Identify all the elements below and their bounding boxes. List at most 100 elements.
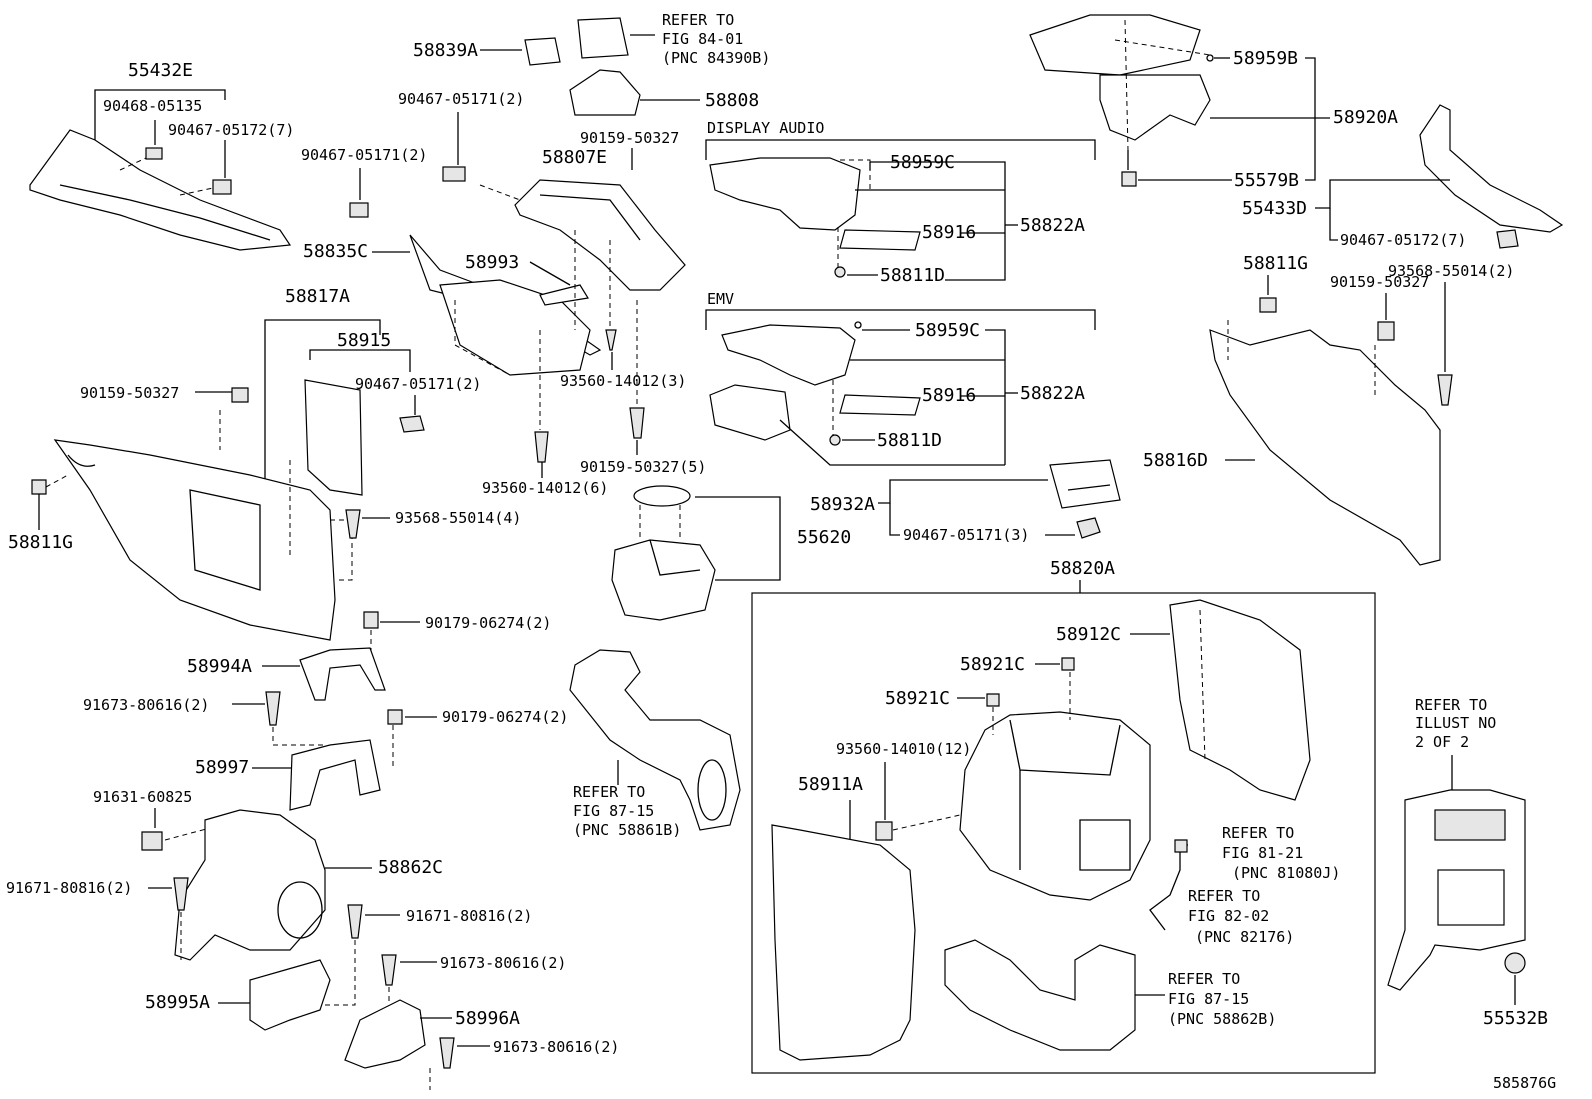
ref-87-15a-line2: FIG 87-15: [573, 802, 654, 820]
ref-87-15a-line1: REFER TO: [573, 783, 645, 801]
callout-91671-80816-2-b: 91671-80816(2): [406, 907, 532, 925]
callout-90467-05172-7-left: 90467-05172(7): [168, 121, 294, 139]
callout-58916-b: 58916: [922, 385, 976, 406]
callout-58996A: 58996A: [455, 1008, 520, 1029]
callout-90468-05135: 90468-05135: [103, 97, 202, 115]
ref-81-21-line1: REFER TO: [1222, 824, 1294, 842]
callout-58997: 58997: [195, 757, 249, 778]
callout-91673-80616-2-a: 91673-80616(2): [83, 696, 209, 714]
ref-87-15b-line2: FIG 87-15: [1168, 990, 1249, 1008]
callout-58862C: 58862C: [378, 857, 443, 878]
callout-91673-80616-2-c: 91673-80616(2): [493, 1038, 619, 1056]
part-55433D-group: [1419, 104, 1564, 233]
callout-58811G-left: 58811G: [8, 532, 73, 553]
callout-58921C-b: 58921C: [885, 688, 950, 709]
callout-90159-50327-right: 90159-50327: [1330, 273, 1429, 291]
callout-58817A: 58817A: [285, 286, 350, 307]
part-58816D-group: [1209, 320, 1441, 566]
ref-illust-line1: REFER TO: [1415, 696, 1487, 714]
callout-90179-06274-2-a: 90179-06274(2): [425, 614, 551, 632]
part-58817A-group: [53, 439, 353, 641]
ref-illust-line2: ILLUST NO: [1415, 714, 1496, 732]
callout-55579B: 55579B: [1234, 170, 1299, 191]
callout-90467-05171-2-a: 90467-05171(2): [398, 90, 524, 108]
callout-58835C: 58835C: [303, 241, 368, 262]
callout-91671-80816-2-a: 91671-80816(2): [6, 879, 132, 897]
part-58839A-group: [480, 37, 561, 66]
callout-58995A: 58995A: [145, 992, 210, 1013]
ref-81-21-line3: (PNC 81080J): [1232, 864, 1340, 882]
callout-58994A: 58994A: [187, 656, 252, 677]
ref-84-01-group: [577, 17, 655, 59]
callout-93560-14012-6: 93560-14012(6): [482, 479, 608, 497]
callout-90159-50327-top: 90159-50327: [580, 129, 679, 147]
ref-82-02-line3: (PNC 82176): [1195, 928, 1294, 946]
callout-58932A: 58932A: [810, 494, 875, 515]
ref-81-21-line2: FIG 81-21: [1222, 844, 1303, 862]
callout-58807E: 58807E: [542, 147, 607, 168]
callout-58911A: 58911A: [798, 774, 863, 795]
callout-90179-06274-2-b: 90179-06274(2): [442, 708, 568, 726]
part-58822A-emv: [709, 324, 1005, 466]
callout-90467-05171-3: 90467-05171(3): [903, 526, 1029, 544]
ref-82-02-line2: FIG 82-02: [1188, 907, 1269, 925]
callout-58808: 58808: [705, 90, 759, 111]
ref-84-01-line1: REFER TO: [662, 11, 734, 29]
callout-55433D: 55433D: [1242, 198, 1307, 219]
part-58862C-group: [174, 809, 326, 961]
callout-58820A: 58820A: [1050, 558, 1115, 579]
part-55620-group: [611, 485, 781, 621]
display-audio-label: DISPLAY AUDIO: [707, 119, 824, 137]
part-duct-58861B: [569, 649, 741, 831]
callout-90159-50327-left: 90159-50327: [80, 384, 179, 402]
ref-87-15a-line3: (PNC 58861B): [573, 821, 681, 839]
ref-87-15b-line1: REFER TO: [1168, 970, 1240, 988]
part-duct-58862B: [944, 939, 1136, 1051]
ref-82-02-line1: REFER TO: [1188, 887, 1260, 905]
callout-58959C-a: 58959C: [890, 152, 955, 173]
callout-90467-05172-7-right: 90467-05172(7): [1340, 231, 1466, 249]
figure-code: 585876G: [1493, 1074, 1556, 1092]
callout-58839A: 58839A: [413, 40, 478, 61]
ref-illust-line3: 2 OF 2: [1415, 733, 1469, 751]
callout-58915: 58915: [337, 330, 391, 351]
callout-58822A-a: 58822A: [1020, 215, 1085, 236]
callout-93560-14010-12: 93560-14010(12): [836, 740, 971, 758]
callout-58959C-b: 58959C: [915, 320, 980, 341]
part-55432E-group: [29, 89, 292, 251]
callout-93568-55014-4: 93568-55014(4): [395, 509, 521, 527]
callout-91631-60825: 91631-60825: [93, 788, 192, 806]
callout-91673-80616-2-b: 91673-80616(2): [440, 954, 566, 972]
part-58912C-group: [1169, 599, 1311, 801]
part-rear-vent: [1387, 789, 1526, 991]
callout-58822A-b: 58822A: [1020, 383, 1085, 404]
callout-58811D-a: 58811D: [880, 265, 945, 286]
part-58915-group: [304, 379, 363, 496]
part-58911A-group: [771, 824, 916, 1061]
callout-55620: 55620: [797, 527, 851, 548]
part-58996A-group: [344, 999, 426, 1069]
emv-label: EMV: [707, 290, 734, 308]
callout-90467-05171-2-c: 90467-05171(2): [355, 375, 481, 393]
ref-84-01-line2: FIG 84-01: [662, 30, 743, 48]
part-58822A-display-audio: [709, 157, 921, 278]
callout-58912C: 58912C: [1056, 624, 1121, 645]
callout-93568-55014-2: 93568-55014(2): [1388, 262, 1514, 280]
ref-87-15b-line3: (PNC 58862B): [1168, 1010, 1276, 1028]
callout-58811D-b: 58811D: [877, 430, 942, 451]
callout-58916-a: 58916: [922, 222, 976, 243]
callout-58811G-right: 58811G: [1243, 253, 1308, 274]
part-58920A-group: [1029, 14, 1211, 187]
callout-90467-05171-2-b: 90467-05171(2): [301, 146, 427, 164]
part-58808-group: [569, 69, 700, 116]
callout-93560-14012-3: 93560-14012(3): [560, 372, 686, 390]
callout-55532B: 55532B: [1483, 1008, 1548, 1029]
callout-90159-50327-5: 90159-50327(5): [580, 458, 706, 476]
callout-58816D: 58816D: [1143, 450, 1208, 471]
callout-55432E: 55432E: [128, 60, 193, 81]
part-58807E-group: [479, 179, 686, 291]
ref-84-01-line3: (PNC 84390B): [662, 49, 770, 67]
callout-58993: 58993: [465, 252, 519, 273]
callout-58921C-a: 58921C: [960, 654, 1025, 675]
